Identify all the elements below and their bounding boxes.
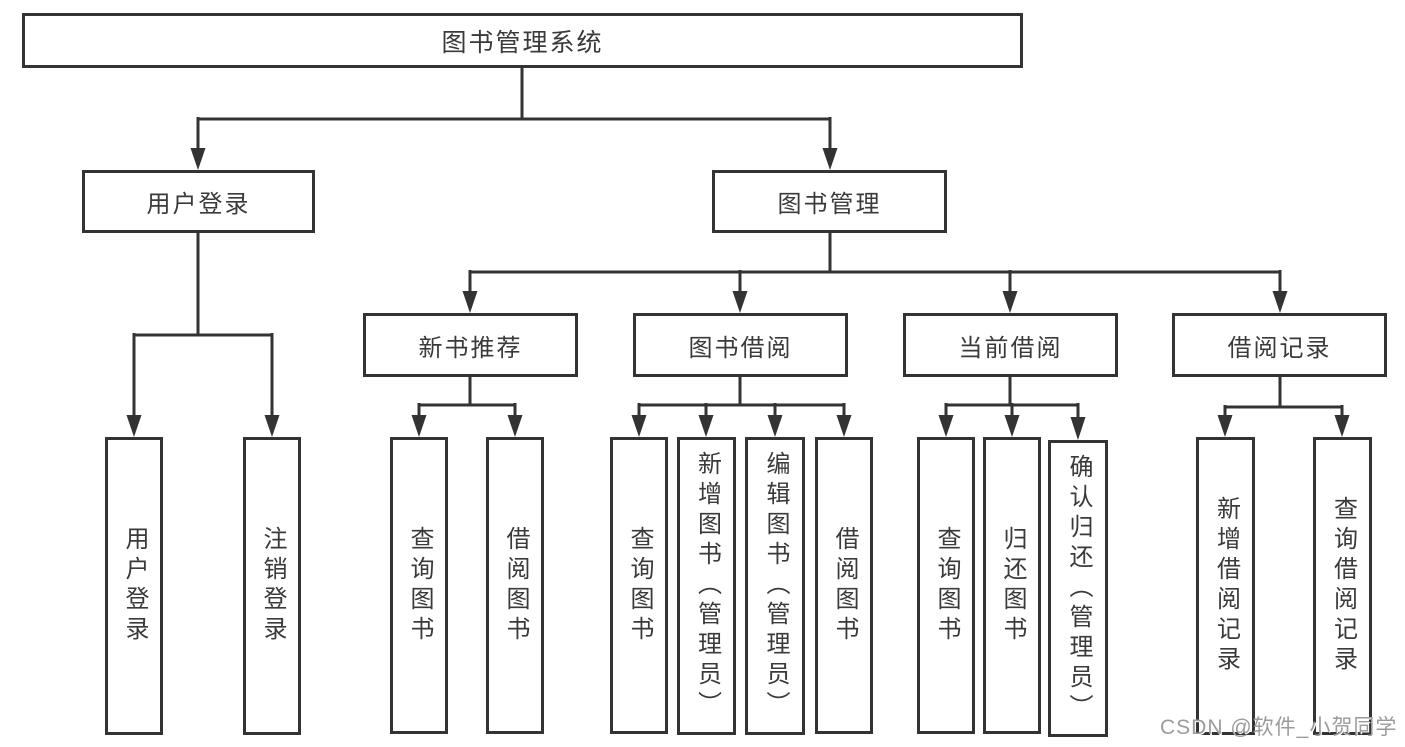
node-borrow-records: 借阅记录 — [1172, 313, 1387, 377]
csdn-watermark: CSDN @软件_小贺同学 — [1160, 716, 1398, 739]
connector-new-book-children — [411, 377, 523, 437]
node-current-borrow: 当前借阅 — [903, 313, 1118, 377]
node-label: 新增图书（管理员） — [693, 451, 721, 721]
leaf-edit-book-admin: 编辑图书（管理员） — [745, 437, 805, 735]
node-label: 当前借阅 — [958, 334, 1063, 362]
node-label: 查询借阅记录 — [1329, 496, 1357, 676]
leaf-return-book: 归还图书 — [983, 437, 1041, 734]
node-label: 注销登录 — [259, 526, 286, 646]
node-label: 图书管理系统 — [441, 28, 604, 57]
node-label: 用户登录 — [121, 526, 148, 646]
leaf-query-borrow-record: 查询借阅记录 — [1313, 437, 1372, 735]
node-label: 编辑图书（管理员） — [762, 451, 789, 721]
node-label: 图书借阅 — [688, 334, 793, 362]
node-label: 查询图书 — [626, 525, 653, 646]
node-label: 图书管理 — [777, 191, 882, 218]
node-label: 确认归还（管理员） — [1065, 453, 1092, 724]
leaf-confirm-return-admin: 确认归还（管理员） — [1048, 440, 1108, 737]
connector-borrow-record-children — [1217, 377, 1350, 437]
connector-book-management-children — [462, 233, 1288, 313]
node-label: 新增借阅记录 — [1212, 496, 1240, 676]
node-label: 借阅图书 — [502, 525, 529, 646]
connector-current-borrow-children — [938, 377, 1086, 440]
leaf-borrow-books-2: 借阅图书 — [815, 437, 873, 734]
node-user-login: 用户登录 — [82, 170, 315, 233]
connector-book-borrow-children — [631, 377, 852, 437]
leaf-query-books-2: 查询图书 — [610, 437, 668, 734]
node-label: 用户登录 — [146, 191, 251, 218]
leaf-logout: 注销登录 — [243, 437, 301, 735]
leaf-user-login: 用户登录 — [105, 437, 163, 735]
leaf-add-borrow-record: 新增借阅记录 — [1196, 437, 1255, 735]
leaf-add-book-admin: 新增图书（管理员） — [677, 437, 736, 735]
node-label: 查询图书 — [933, 525, 960, 646]
node-label: 查询图书 — [406, 525, 433, 646]
leaf-query-books-3: 查询图书 — [917, 437, 975, 734]
leaf-query-books-1: 查询图书 — [390, 437, 448, 734]
node-root: 图书管理系统 — [22, 13, 1023, 68]
node-label: 借阅图书 — [831, 525, 858, 646]
node-new-book-recommend: 新书推荐 — [363, 313, 578, 377]
node-label: 归还图书 — [999, 525, 1026, 646]
leaf-borrow-books-1: 借阅图书 — [486, 437, 544, 734]
node-book-borrow: 图书借阅 — [633, 313, 848, 377]
node-label: 新书推荐 — [418, 334, 523, 362]
connector-user-login-children — [126, 233, 280, 437]
connector-root-to-level2 — [190, 68, 838, 170]
node-label: 借阅记录 — [1227, 334, 1332, 362]
node-book-management: 图书管理 — [712, 170, 947, 233]
